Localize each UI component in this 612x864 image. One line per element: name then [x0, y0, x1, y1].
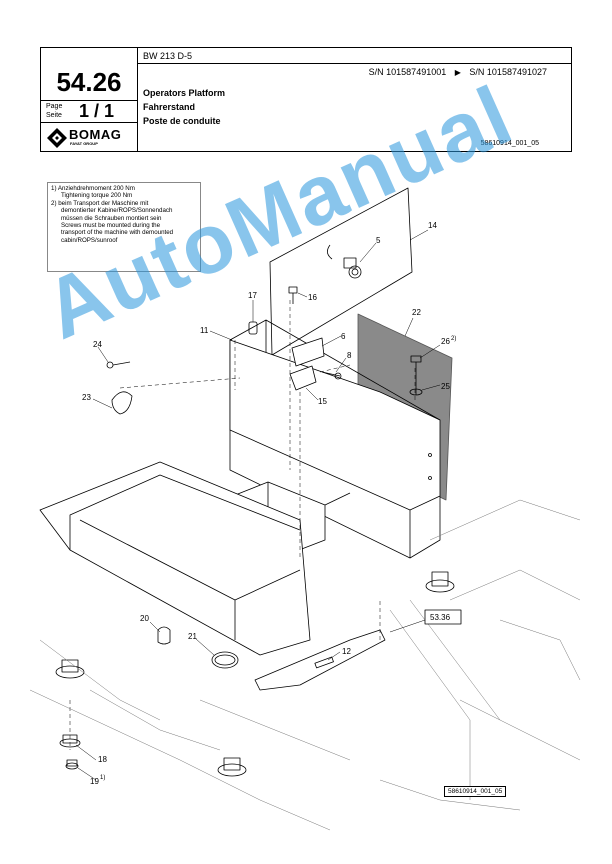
serial-from: S/N 101587491001 — [368, 67, 447, 77]
callout-15: 15 — [318, 397, 327, 406]
page-label-1: Page — [46, 103, 63, 110]
callout-17: 17 — [248, 291, 257, 300]
callout-22: 22 — [412, 308, 421, 317]
clip-23 — [111, 391, 133, 415]
screw-8 — [321, 371, 342, 380]
logo-wordmark: BOMAG — [69, 127, 122, 142]
note-line: 2) beim Transport der Maschine mit — [51, 199, 149, 207]
mount-bottom — [217, 757, 247, 777]
nut-19 — [65, 759, 79, 770]
callout-24: 24 — [93, 340, 102, 349]
torque-note: 1) Anziehdrehmoment 200 Nm Tightening to… — [47, 182, 201, 272]
callout-11: 11 — [200, 326, 209, 335]
bracket-12 — [254, 629, 386, 691]
lock-5 — [343, 257, 362, 279]
callout-6: 6 — [341, 332, 346, 341]
logo-subtitle: FAYAT GROUP — [70, 141, 98, 146]
note-line: müssen die Schrauben montiert sein — [61, 214, 162, 222]
callout-5: 5 — [376, 236, 381, 245]
part-17 — [248, 321, 258, 335]
page-value: 1 / 1 — [79, 101, 115, 121]
title-fr: Poste de conduite — [143, 116, 221, 126]
callout-21: 21 — [188, 632, 197, 641]
note-line: demontierter Kabine/ROPS/Sonnendach — [61, 207, 173, 215]
callout-16: 16 — [308, 293, 317, 302]
doc-number: 58610914_001_05 — [480, 140, 539, 147]
callout-20: 20 — [140, 614, 149, 623]
box-11 — [229, 319, 441, 559]
title-block: 54.26 Page Seite 1 / 1 BOMAG FAYAT GROUP… — [40, 47, 572, 152]
callout-26-sup: 2) — [451, 336, 456, 342]
plate-15 — [289, 365, 317, 391]
serial-arrow-icon: ▶ — [454, 68, 461, 77]
note-line: transport of the machine with demounted — [61, 229, 174, 237]
bolt-16 — [288, 286, 298, 304]
page-counter: Page Seite 1 / 1 — [41, 100, 137, 123]
callout-26: 26 — [441, 337, 450, 346]
note-line: cabin/ROPS/sunroof — [61, 236, 118, 244]
model-name: BW 213 D-5 — [137, 48, 571, 64]
serial-range: S/N 101587491001 ▶ S/N 101587491027 — [137, 64, 571, 80]
callout-12: 12 — [342, 647, 351, 656]
callout-8: 8 — [347, 351, 352, 360]
hinge-6 — [291, 337, 325, 367]
clamp-21 — [211, 651, 239, 669]
screw-24 — [106, 361, 131, 369]
serial-to: S/N 101587491027 — [469, 67, 547, 77]
title-de: Fahrerstand — [143, 102, 196, 112]
page-number: 54.26 — [41, 64, 137, 101]
note-line: Tightening torque 200 Nm — [61, 192, 133, 200]
page-label: Page Seite — [46, 102, 62, 120]
callout-18: 18 — [98, 755, 107, 764]
page-label-2: Seite — [46, 112, 62, 119]
callout-ref-53-36: 53.36 — [430, 613, 451, 622]
note-line: 1) Anziehdrehmoment 200 Nm — [51, 185, 135, 192]
page-info-column: 54.26 Page Seite 1 / 1 BOMAG FAYAT GROUP — [41, 48, 138, 151]
bomag-logo: BOMAG FAYAT GROUP — [47, 126, 135, 150]
mount-18 — [59, 734, 81, 748]
callout-19: 19 — [90, 777, 99, 786]
mount-left — [55, 659, 85, 679]
clip-20 — [157, 626, 171, 645]
callout-14: 14 — [428, 221, 437, 230]
callout-25: 25 — [441, 382, 450, 391]
callout-19-sup: 1) — [100, 775, 105, 781]
drawing-reference: 58610914_001_05 — [444, 786, 507, 797]
note-line: Screws must be mounted during the — [61, 222, 161, 230]
callout-23: 23 — [82, 393, 91, 402]
beam — [39, 461, 311, 656]
washer-25 — [409, 388, 423, 396]
panel-14 — [269, 187, 413, 356]
title-en: Operators Platform — [143, 88, 226, 98]
mount-right — [425, 571, 455, 593]
bolt-26 — [410, 355, 422, 395]
bomag-diamond-icon — [47, 128, 67, 148]
ref-box-53-36 — [424, 609, 462, 625]
